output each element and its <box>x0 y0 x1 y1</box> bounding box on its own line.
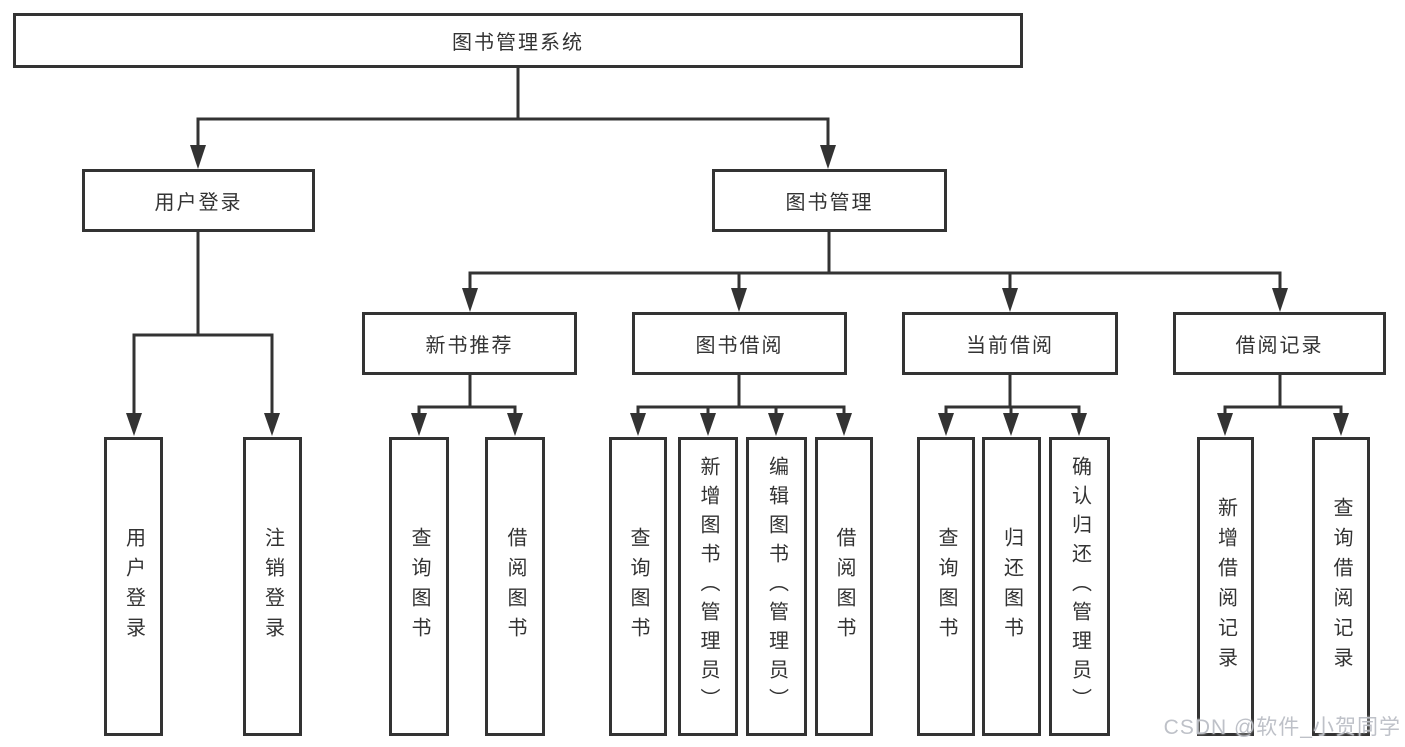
node-label: 确认归还（管理员） <box>1068 456 1091 717</box>
arrowheads <box>126 145 1349 436</box>
node-label: 当前借阅 <box>966 335 1054 357</box>
node-book-management: 图书管理 <box>712 169 947 232</box>
leaf-return-books: 归还图书 <box>982 437 1041 736</box>
node-book-borrow: 图书借阅 <box>632 312 847 375</box>
leaf-query-books-current: 查询图书 <box>917 437 975 736</box>
leaf-edit-books-admin: 编辑图书（管理员） <box>746 437 807 736</box>
node-label: 新书推荐 <box>425 335 514 357</box>
node-label: 借阅记录 <box>1235 335 1324 357</box>
node-label: 图书管理系统 <box>452 32 584 54</box>
node-label: 图书管理 <box>785 192 874 214</box>
node-label: 查询图书 <box>627 526 649 647</box>
node-label: 新增借阅记录 <box>1214 496 1237 677</box>
csdn-watermark: CSDN @软件_小贺同学 <box>1163 716 1401 739</box>
node-new-book-recommend: 新书推荐 <box>362 312 577 375</box>
connector-borrow-records <box>1223 373 1343 416</box>
node-label: 查询图书 <box>408 526 430 647</box>
leaf-borrow-books: 借阅图书 <box>815 437 873 736</box>
node-label: 注销登录 <box>261 526 284 647</box>
connector-user-login <box>132 230 274 416</box>
node-label: 编辑图书（管理员） <box>765 456 788 717</box>
node-label: 用户登录 <box>122 526 145 647</box>
leaf-confirm-return-admin: 确认归还（管理员） <box>1049 437 1110 736</box>
connector-book-borrow <box>636 373 846 416</box>
leaf-borrow-books-recommend: 借阅图书 <box>485 437 545 736</box>
connector-root <box>196 66 830 148</box>
node-label: 图书借阅 <box>695 335 784 357</box>
node-user-login: 用户登录 <box>82 169 315 232</box>
leaf-add-books-admin: 新增图书（管理员） <box>678 437 738 736</box>
node-label: 借阅图书 <box>833 526 855 647</box>
leaf-query-books-borrow: 查询图书 <box>609 437 667 736</box>
connector-book-management <box>468 230 1282 291</box>
node-borrow-records: 借阅记录 <box>1173 312 1386 375</box>
node-current-borrow: 当前借阅 <box>902 312 1118 375</box>
leaf-add-borrow-record: 新增借阅记录 <box>1197 437 1254 736</box>
node-label: 用户登录 <box>154 192 243 214</box>
leaf-query-books-recommend: 查询图书 <box>389 437 449 736</box>
leaf-logout: 注销登录 <box>243 437 302 736</box>
leaf-query-borrow-record: 查询借阅记录 <box>1312 437 1370 736</box>
node-label: 借阅图书 <box>504 526 526 647</box>
connector-current-borrow <box>944 373 1081 416</box>
node-label: 查询借阅记录 <box>1330 496 1352 677</box>
connector-new-book-recommend <box>417 373 517 416</box>
leaf-user-login: 用户登录 <box>104 437 163 736</box>
node-library-management-system: 图书管理系统 <box>13 13 1023 68</box>
node-label: 查询图书 <box>935 526 957 647</box>
node-label: 归还图书 <box>1000 526 1023 647</box>
node-label: 新增图书（管理员） <box>697 456 719 717</box>
